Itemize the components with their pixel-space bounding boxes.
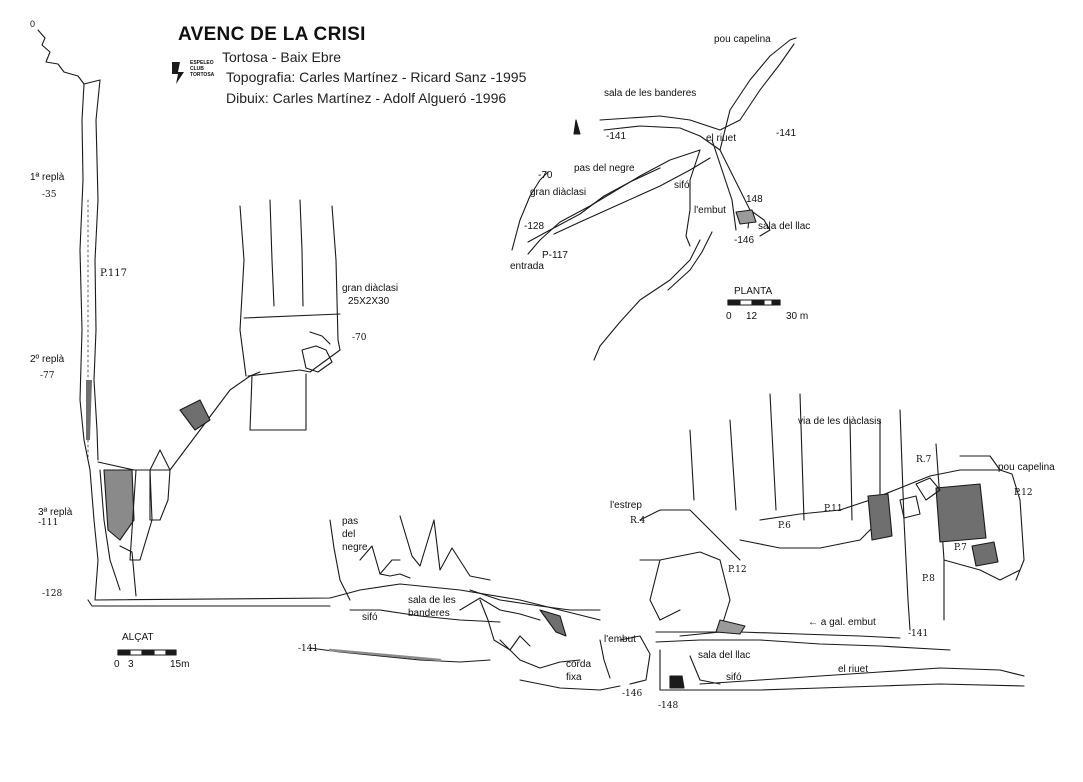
sala-banderes-label: sala de les banderes <box>408 595 456 619</box>
plan-pou-capelina-label: pou capelina <box>714 34 771 45</box>
gran-diaclasi-section <box>239 199 341 431</box>
plan-scale-title: PLANTA <box>734 286 773 297</box>
pas-del-negre-label: pas del negre <box>342 516 368 553</box>
plan-sala-banderes-label: sala de les banderes <box>604 88 697 99</box>
estrep-label: l'estrep <box>610 500 642 511</box>
plan-pas-del-negre-label: pas del negre <box>574 163 635 174</box>
depth-70-label: -70 <box>352 333 367 343</box>
ledge-3-depth: -111 <box>38 518 59 528</box>
depth-128-label: -128 <box>42 589 63 599</box>
plan-scale-bar <box>727 299 781 306</box>
right-shafts-section <box>639 393 1025 631</box>
p11-label: P.11 <box>824 504 843 514</box>
plan-depth-146: -146 <box>734 235 755 246</box>
section-scale-title: ALÇAT <box>122 632 154 643</box>
riuet-label: el riuet <box>838 664 869 675</box>
sala-llac-label: sala del llac <box>698 650 751 661</box>
section-scale-bar <box>117 649 177 656</box>
section-floor-128 <box>87 371 601 621</box>
ledge-2-label: 2º replà <box>30 354 65 365</box>
plan-scale-tick-0: 0 <box>726 311 732 322</box>
sala-banderes-section <box>459 589 651 691</box>
p6-label: P.6 <box>778 521 791 531</box>
plan-p117-label: P-117 <box>542 250 568 261</box>
p12-right-label: P.12 <box>1014 488 1033 498</box>
plan-embut-label: l'embut <box>694 205 726 216</box>
plan-el-riuet-label: el riuet <box>706 133 737 144</box>
depth-148-label: -148 <box>658 701 679 711</box>
depth-141-right-label: -141 <box>908 629 929 639</box>
p7-label: P.7 <box>954 543 967 553</box>
plan-depth-70: -70 <box>538 170 553 181</box>
section-scale-tick-15: 15m <box>170 659 190 670</box>
main-shaft-outline <box>37 29 101 601</box>
club-logo-text: ESPELEO CLUB TORTOSA <box>190 60 215 78</box>
ledge-3-label: 3ª replà <box>38 507 73 518</box>
r7-label: R.7 <box>916 455 932 465</box>
plan-depth-141-right: -141 <box>776 128 797 139</box>
plan-depth-141-left: -141 <box>606 131 627 142</box>
map-location: Tortosa - Baix Ebre <box>222 49 342 65</box>
origin-label: 0 <box>30 19 36 29</box>
gran-diaclasi-label: gran diàclasi <box>342 283 399 294</box>
plan-scale-tick-30: 30 m <box>786 311 809 322</box>
map-topography-credit: Topografia: Carles Martínez - Ricard San… <box>226 69 527 85</box>
plan-depth-128: -128 <box>524 221 545 232</box>
club-logo <box>172 62 184 84</box>
r4-label: R.4 <box>630 516 646 526</box>
plan-sifo-label: sifó <box>674 180 690 191</box>
gran-diaclasi-dimensions: 25X2X30 <box>348 296 390 307</box>
embut-llac-riuet-section <box>639 551 1025 691</box>
pitch-p117-label: P.117 <box>100 268 127 279</box>
pou-capelina-section-label: pou capelina <box>998 462 1055 473</box>
plan-scale-tick-12: 12 <box>746 311 758 322</box>
section-scale-tick-0: 0 <box>114 659 120 670</box>
via-diaclasis-label: via de les diàclasis <box>798 416 882 427</box>
plan-view-outline <box>511 37 797 361</box>
embut-label: l'embut <box>604 634 636 645</box>
map-drawing-credit: Dibuix: Carles Martínez - Adolf Algueró … <box>226 90 507 106</box>
plan-depth-148: 148 <box>746 194 763 205</box>
pas-del-negre-section <box>309 515 501 663</box>
map-title: AVENC DE LA CRISI <box>178 24 366 45</box>
depth-141-left-label: -141 <box>298 644 319 654</box>
plan-sala-llac-label: sala del llac <box>758 221 811 232</box>
a-gal-embut-label: ← a gal. embut <box>808 617 876 628</box>
plan-entrada-label: entrada <box>510 261 544 272</box>
p8-label: P.8 <box>922 574 935 584</box>
ledge-2-depth: -77 <box>40 371 55 381</box>
ledge-1-label: 1ª replà <box>30 172 65 183</box>
section-scale-tick-3: 3 <box>128 659 134 670</box>
corda-fixa-label: corda fixa <box>566 659 592 683</box>
ledge-1-depth: -35 <box>42 190 57 200</box>
sifo-right-label: sifó <box>726 672 742 683</box>
p12-mid-label: P.12 <box>728 565 747 575</box>
sifo-left-label: sifó <box>362 612 378 623</box>
plan-gran-diaclasi-label: gran diàclasi <box>530 187 587 198</box>
depth-146-label: -146 <box>622 689 643 699</box>
